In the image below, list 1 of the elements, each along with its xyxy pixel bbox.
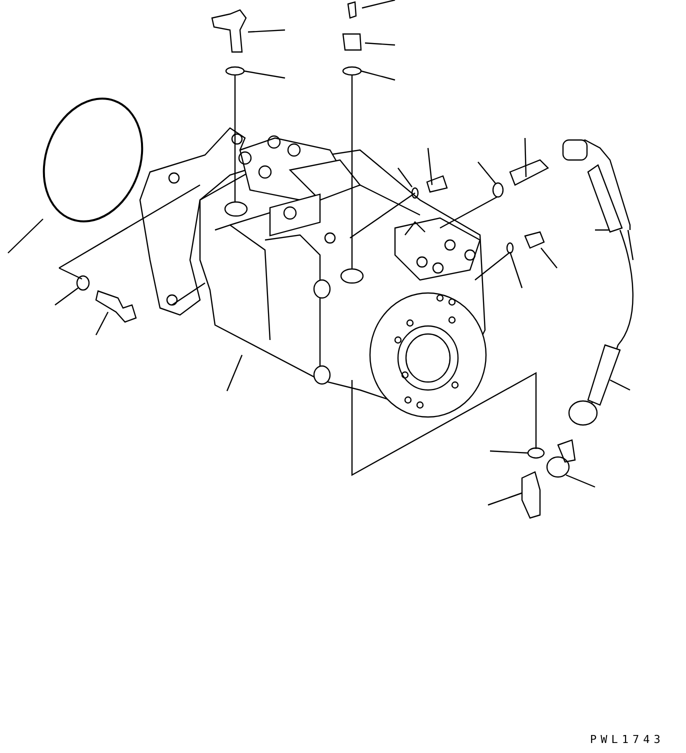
- drawing-number: PWL1743: [590, 733, 664, 746]
